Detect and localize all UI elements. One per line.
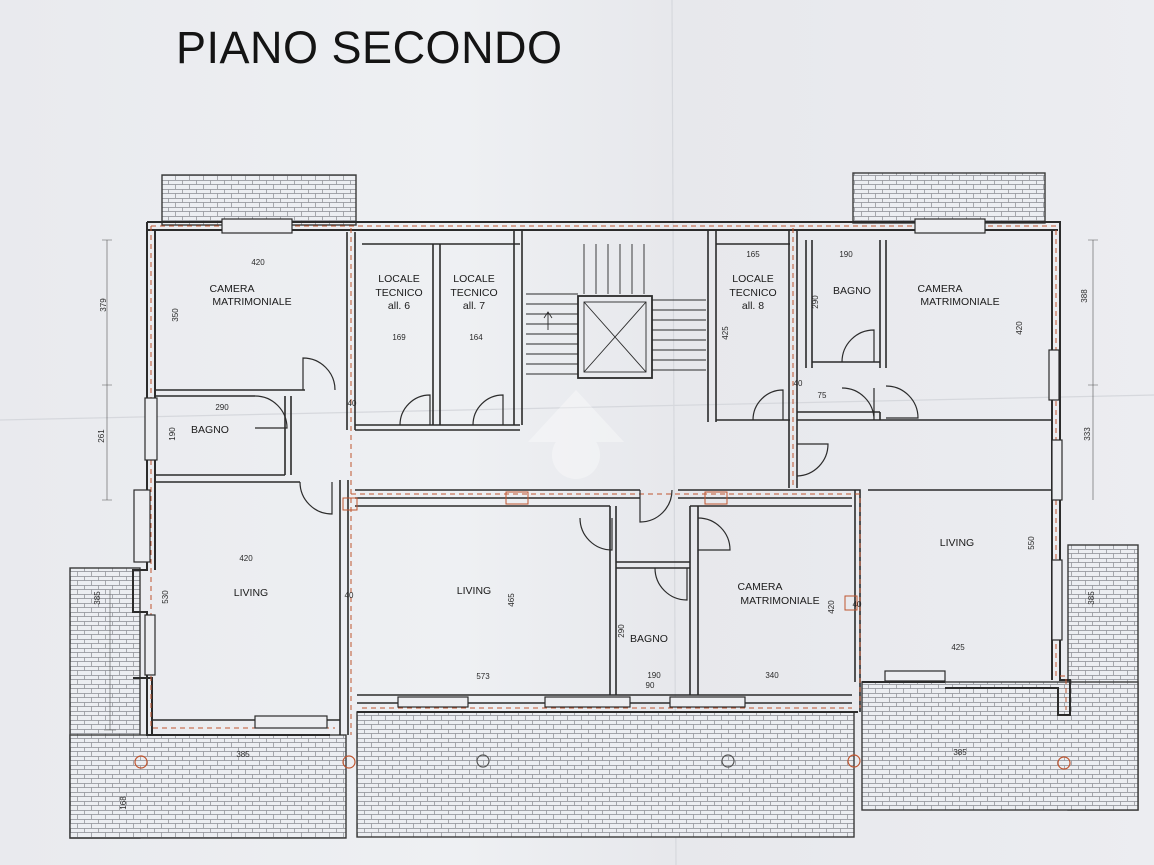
room-camera-center-line1: CAMERA [738, 581, 783, 593]
dim-40-c: 40 [345, 591, 354, 600]
dim-425-b: 425 [951, 643, 965, 652]
room-camera-center-line2: MATRIMONIALE [740, 595, 819, 607]
room-locale8-line1: LOCALE [732, 273, 773, 285]
dim-385-c: 385 [953, 748, 967, 757]
terrace-bottom-left [69, 734, 347, 839]
staircase [526, 244, 706, 375]
dim-420-living: 420 [239, 554, 253, 563]
column-markers [342, 491, 858, 611]
room-bagno-right: BAGNO [833, 285, 871, 297]
dim-190-center: 190 [647, 671, 661, 680]
dim-425-a: 425 [721, 326, 730, 340]
dimension-lines [102, 239, 1098, 731]
dim-164: 164 [469, 333, 483, 342]
dim-165: 165 [746, 250, 760, 259]
dim-385-b: 385 [236, 750, 250, 759]
dim-290-right: 290 [811, 295, 820, 309]
dim-465: 465 [507, 593, 516, 607]
room-camera-left-line1: CAMERA [210, 283, 255, 295]
dim-290-center: 290 [617, 624, 626, 638]
dimension-labels: 420 350 290 190 40 169 164 165 425 40 19… [93, 250, 1096, 810]
drain-markers [134, 754, 1071, 770]
dim-169: 169 [392, 333, 406, 342]
room-locale6-line2: TECNICO [375, 287, 422, 299]
dim-573: 573 [476, 672, 490, 681]
room-locale6-line3: all. 6 [388, 300, 410, 312]
room-bagno-center: BAGNO [630, 633, 668, 645]
dim-420-center: 420 [827, 600, 836, 614]
room-labels: CAMERA MATRIMONIALE LOCALE TECNICO all. … [191, 273, 1000, 645]
dim-385-a: 385 [93, 591, 102, 605]
dim-261: 261 [97, 429, 106, 443]
dim-40-a: 40 [348, 399, 357, 408]
dim-350: 350 [171, 308, 180, 322]
terrace-bottom-center [356, 711, 855, 838]
terraces [69, 172, 1139, 839]
dim-340: 340 [765, 671, 779, 680]
balcony-top-right [852, 172, 1046, 224]
dim-420-top: 420 [251, 258, 265, 267]
balcony-top-left [161, 174, 357, 226]
dim-550: 550 [1027, 536, 1036, 550]
dim-168: 168 [119, 796, 128, 810]
dim-190-right: 190 [839, 250, 853, 259]
room-locale8-line2: TECNICO [729, 287, 776, 299]
room-locale8-line3: all. 8 [742, 300, 764, 312]
windows [133, 218, 1063, 729]
room-camera-right-line1: CAMERA [918, 283, 963, 295]
room-camera-right-line2: MATRIMONIALE [920, 296, 999, 308]
dim-530: 530 [161, 590, 170, 604]
dim-385-d: 385 [1087, 591, 1096, 605]
dim-379: 379 [99, 298, 108, 312]
room-locale7-line3: all. 7 [463, 300, 485, 312]
room-living-center: LIVING [457, 585, 491, 597]
dim-333: 333 [1083, 427, 1092, 441]
plan-title: PIANO SECONDO [176, 22, 563, 73]
room-locale7-line2: TECNICO [450, 287, 497, 299]
dim-190-left: 190 [168, 427, 177, 441]
terrace-bottom-right [861, 681, 1139, 811]
dim-290-left: 290 [215, 403, 229, 412]
watermark-logo [528, 390, 624, 479]
room-living-left: LIVING [234, 587, 268, 599]
dim-40-d: 40 [853, 600, 862, 609]
dim-420-right: 420 [1015, 321, 1024, 335]
room-bagno-left: BAGNO [191, 424, 229, 436]
dim-75: 75 [818, 391, 827, 400]
room-camera-left-line2: MATRIMONIALE [212, 296, 291, 308]
room-locale6-line1: LOCALE [378, 273, 419, 285]
dim-90: 90 [646, 681, 655, 690]
dim-40-b: 40 [794, 379, 803, 388]
room-living-right: LIVING [940, 537, 974, 549]
room-locale7-line1: LOCALE [453, 273, 494, 285]
dim-388: 388 [1080, 289, 1089, 303]
doors [254, 329, 919, 601]
